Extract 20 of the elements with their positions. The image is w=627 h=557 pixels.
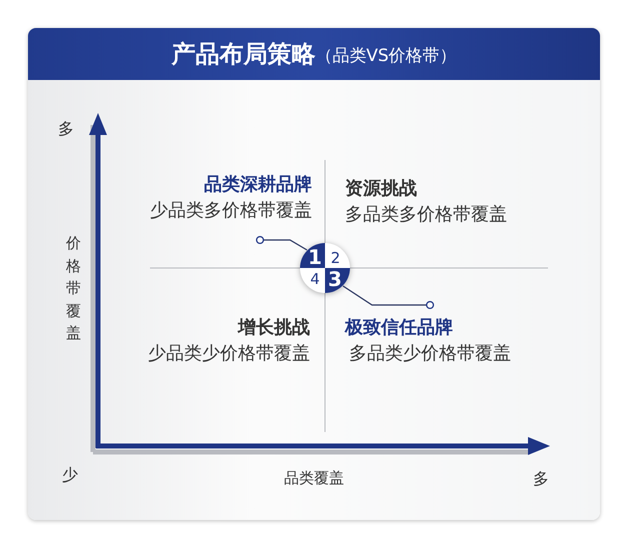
leader-line <box>256 236 308 251</box>
subtitle: （品类VS价格带） <box>315 46 457 67</box>
axis-end-label: 多 <box>58 118 74 140</box>
quadrant-description: 多品类多价格带覆盖 <box>345 203 507 227</box>
quadrant-heading: 增长挑战 <box>236 316 310 340</box>
quadrant-number: 2 <box>325 243 350 268</box>
quadrant-heading: 品类深耕品牌 <box>204 173 312 197</box>
title-band <box>28 28 600 80</box>
quadrant-number: 4 <box>300 268 325 293</box>
axis-end-label: 少 <box>62 464 78 486</box>
quadrant-description: 少品类少价格带覆盖 <box>147 342 310 366</box>
axis-title: 价格带覆盖 <box>66 233 81 344</box>
axis-title: 品类覆盖 <box>284 468 344 489</box>
quadrant-heading: 极致信任品牌 <box>345 316 453 340</box>
title: 产品布局策略 <box>171 39 316 70</box>
quadrant-description: 多品类少价格带覆盖 <box>348 342 511 366</box>
quadrant-heading: 资源挑战 <box>345 177 417 201</box>
leader-line <box>342 286 434 310</box>
quadrant-description: 少品类多价格带覆盖 <box>150 199 312 223</box>
axis-end-label: 多 <box>533 468 549 490</box>
